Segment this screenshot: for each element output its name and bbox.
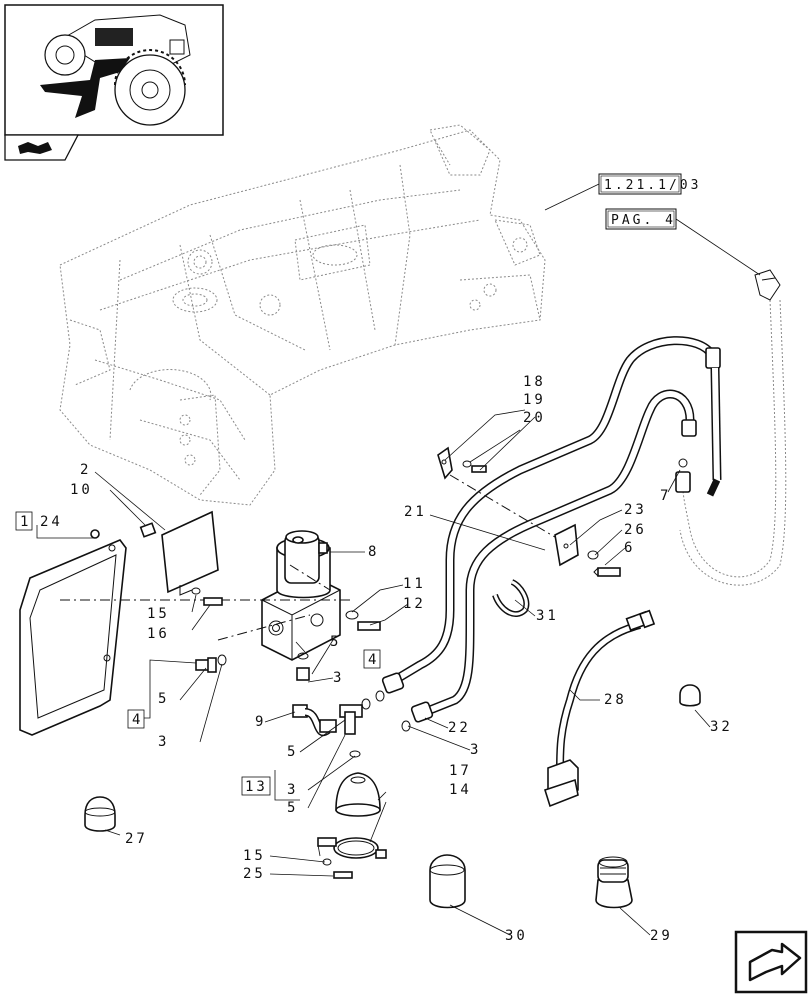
callout-box-4-b — [127, 709, 145, 729]
page-reference: PAG. 4 — [611, 213, 676, 228]
pipe-bracket-lower — [554, 523, 621, 577]
callout-21: 21 — [404, 504, 427, 520]
group-reference-box[interactable]: 1.21.1/03 — [598, 173, 701, 195]
tractor-thumbnail-icon[interactable] — [4, 4, 224, 136]
callout-17: 17 — [449, 763, 472, 779]
callout-3-b: 3 — [158, 734, 169, 750]
leader-lines — [36, 409, 711, 936]
hose-ghost — [679, 269, 787, 586]
callout-15-b: 15 — [243, 848, 266, 864]
callout-5-c: 5 — [287, 744, 298, 760]
valve-block — [261, 530, 341, 661]
callout-labels: 2 10 1 24 8 11 12 15 16 5 4 3 5 4 3 9 5 … — [15, 374, 733, 944]
callout-19: 19 — [523, 392, 546, 408]
callout-13: 13 — [245, 779, 268, 795]
callout-2: 2 — [80, 462, 91, 478]
callout-16: 16 — [147, 626, 170, 642]
callout-box-1 — [15, 511, 33, 531]
next-page-arrow-icon[interactable] — [734, 930, 808, 994]
callout-15-a: 15 — [147, 606, 170, 622]
callout-5-b: 5 — [158, 691, 169, 707]
pipe-assembly — [381, 336, 722, 723]
callout-9: 9 — [255, 714, 266, 730]
callout-23: 23 — [624, 502, 647, 518]
callout-32: 32 — [710, 719, 733, 735]
callout-3-d: 3 — [470, 742, 481, 758]
fitting-left — [195, 654, 227, 673]
group-reference: 1.21.1/03 — [604, 178, 701, 193]
cover-plate — [161, 510, 219, 596]
tee-fitting — [339, 690, 411, 758]
hose-clamp-14 — [317, 837, 387, 879]
callout-10: 10 — [70, 482, 93, 498]
callout-11: 11 — [403, 576, 426, 592]
callout-30: 30 — [505, 928, 528, 944]
solenoid-phantom-line — [289, 564, 331, 591]
page-leader — [675, 218, 761, 276]
callout-box-4-a — [363, 649, 381, 669]
callout-18: 18 — [523, 374, 546, 390]
callout-box-13 — [241, 776, 271, 796]
valve-phantom-line — [217, 614, 311, 641]
rubber-cap-17 — [335, 772, 381, 817]
cap-27 — [84, 796, 116, 832]
callout-26: 26 — [624, 522, 647, 538]
cable-harness-28 — [544, 609, 656, 808]
callout-24: 24 — [40, 514, 63, 530]
tractor-frame-ghost — [59, 124, 546, 506]
callout-8: 8 — [368, 544, 379, 560]
callout-3-a: 3 — [333, 670, 344, 686]
callout-3-c: 3 — [287, 782, 298, 798]
pipe-bracket-upper — [437, 446, 561, 541]
callout-27: 27 — [125, 831, 148, 847]
callout-4-b: 4 — [132, 712, 143, 728]
pipe-clamp — [492, 579, 530, 617]
page-reference-box[interactable]: PAG. 4 — [605, 208, 677, 230]
bolt-15-16 — [191, 587, 223, 606]
group-leader — [544, 183, 600, 211]
callout-1: 1 — [20, 514, 31, 530]
callout-22: 22 — [448, 720, 471, 736]
callout-20: 20 — [523, 410, 546, 426]
callout-14: 14 — [449, 782, 472, 798]
callout-28: 28 — [604, 692, 627, 708]
callout-29: 29 — [650, 928, 673, 944]
fitting-center — [292, 652, 337, 737]
cap-32 — [679, 684, 701, 707]
callout-25: 25 — [243, 866, 266, 882]
cap-30 — [429, 854, 466, 909]
callout-6: 6 — [624, 540, 635, 556]
gasket-1 — [19, 529, 127, 736]
callout-31: 31 — [536, 608, 559, 624]
callout-4-a: 4 — [368, 652, 379, 668]
callout-5-a: 5 — [330, 634, 341, 650]
callout-7: 7 — [660, 488, 671, 504]
bolt-11-12 — [345, 610, 381, 631]
plug-29 — [595, 856, 633, 909]
nut-10 — [139, 522, 157, 538]
callout-12: 12 — [403, 596, 426, 612]
section-marker-icon[interactable] — [4, 134, 80, 161]
callout-5-d: 5 — [287, 800, 298, 816]
